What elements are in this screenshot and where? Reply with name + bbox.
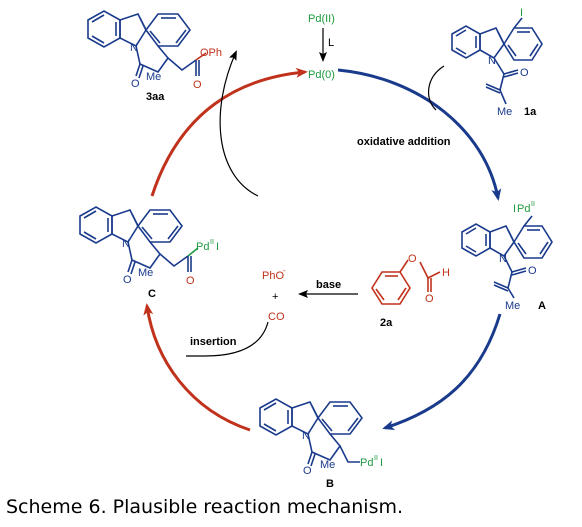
cycle-arrow-oxidative-addition (337, 68, 502, 201)
int-b-pd: Pd (360, 457, 373, 469)
substrate-entry-arrow (428, 65, 445, 111)
int-c-n: N (122, 238, 130, 250)
int-b-pd-suffix: I (380, 457, 383, 469)
int-a-pd-ox: II (531, 201, 535, 208)
product-release-arrow (219, 50, 259, 197)
insertion-label: insertion (190, 336, 237, 348)
plus-sign: + (272, 291, 278, 303)
formate-2a-structure (371, 259, 441, 305)
pd-ii-label: Pd(II) (308, 13, 335, 25)
formate-label: 2a (380, 317, 393, 329)
int-b-me: Me (320, 459, 335, 471)
int-a-pd: Pd (517, 203, 530, 215)
intermediate-b-structure (259, 398, 363, 467)
int-c-pd-suffix: I (216, 241, 219, 253)
intermediate-a-structure (461, 215, 553, 299)
cycle-arrow-b-to-c (143, 303, 251, 432)
int-b-o: O (303, 465, 312, 477)
base-label: base (316, 279, 341, 291)
int-c-o: O (123, 274, 132, 286)
phenoxide-label: PhO (262, 270, 284, 282)
int-c-pd: Pd (196, 241, 209, 253)
int-c-o2: O (186, 275, 195, 287)
product-n-atom: N (130, 42, 138, 54)
substrate-o: O (520, 67, 529, 79)
int-c-label: C (148, 288, 156, 300)
product-ester-o: O (193, 79, 202, 91)
int-c-pd-ox: II (210, 239, 214, 246)
int-a-n: N (499, 253, 507, 265)
product-ring-o: O (131, 78, 140, 90)
substrate-label: 1a (524, 106, 537, 118)
int-b-n: N (302, 430, 310, 442)
product-label: 3aa (146, 91, 165, 103)
phenoxide-charge: - (283, 266, 286, 275)
int-a-label: A (538, 300, 546, 312)
int-a-o: O (528, 265, 537, 277)
int-b-label: B (326, 478, 334, 490)
oxidative-addition-label: oxidative addition (357, 136, 451, 148)
int-a-me: Me (505, 300, 520, 312)
cycle-arrow-a-to-b (382, 313, 502, 430)
substrate-iodo: I (520, 7, 523, 19)
int-a-pd-prefix: I (513, 203, 516, 215)
formate-o2: O (425, 293, 434, 305)
int-c-me: Me (138, 267, 153, 279)
carbon-monoxide-label: CO (268, 311, 285, 323)
intermediate-c-structure (79, 206, 192, 275)
product-ester-oph: OPh (200, 47, 222, 59)
int-b-pd-ox: II (374, 455, 378, 462)
product-3aa-structure (87, 10, 200, 79)
cycle-arrow-c-to-pd0 (150, 67, 308, 197)
int-c-pd-bond (187, 247, 199, 257)
substrate-n: N (488, 55, 496, 67)
formate-o1: O (408, 253, 417, 265)
insertion-arrow (186, 321, 269, 357)
substrate-me: Me (497, 106, 512, 118)
formate-h: H (442, 267, 450, 279)
substrate-1a-structure (451, 17, 543, 105)
scheme-caption: Scheme 6. Plausible reaction mechanism. (6, 496, 404, 518)
product-me: Me (146, 71, 161, 83)
pd0-label: Pd(0) (308, 69, 335, 81)
product-ester-bonds (195, 52, 207, 61)
ligand-label: L (328, 37, 334, 49)
